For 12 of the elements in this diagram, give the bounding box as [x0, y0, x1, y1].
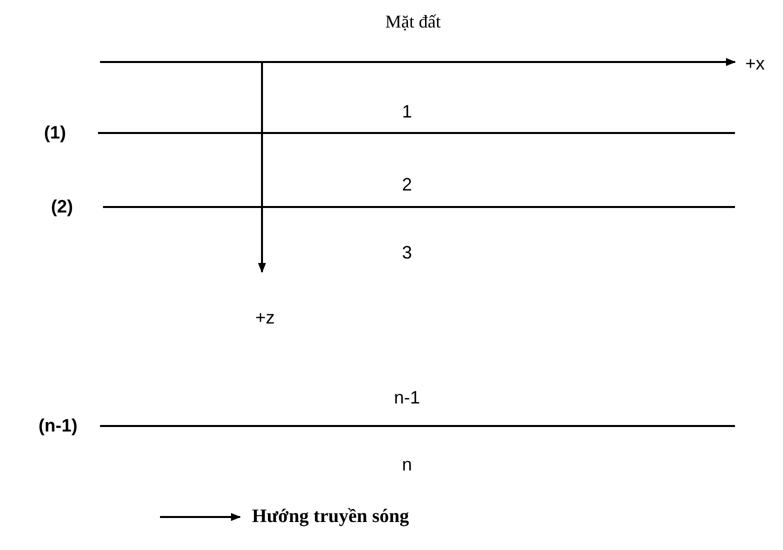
layer-number: 1: [402, 102, 412, 122]
legend-text: Hướng truyền sóng: [252, 506, 410, 528]
layer-number: n-1: [394, 388, 420, 408]
axis-label: +z: [255, 308, 275, 328]
boundary-number: (n-1): [38, 416, 78, 436]
axis-label: +x: [745, 54, 765, 74]
surface-label: Mặt đất: [385, 12, 441, 32]
layer-number: 3: [402, 242, 412, 264]
layer-number: 2: [402, 174, 412, 196]
boundary-number: (2): [51, 196, 73, 218]
layer-number: n: [402, 454, 412, 476]
boundary-number: (1): [44, 122, 66, 144]
